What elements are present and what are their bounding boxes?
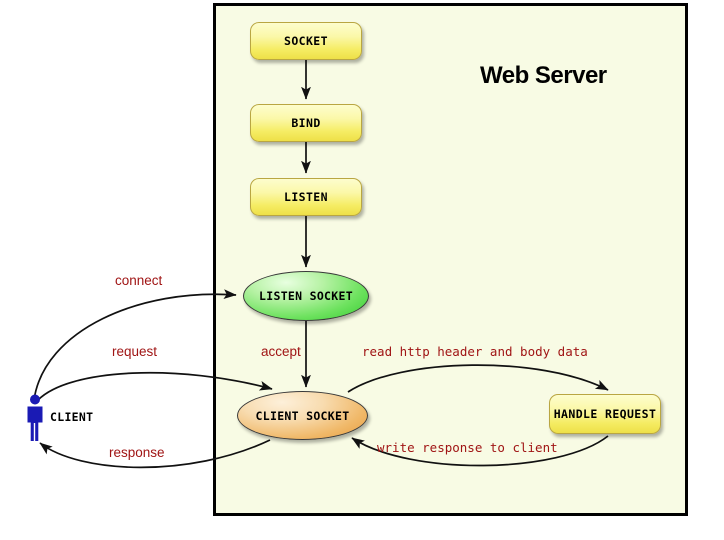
arrow-write-response: [351, 435, 609, 467]
arrow-connect: [33, 289, 237, 401]
edge-label-request: request: [112, 344, 158, 359]
edge-label-accept: accept: [261, 344, 301, 359]
node-bind[interactable]: BIND: [250, 104, 362, 142]
node-listen-socket[interactable]: LISTEN SOCKET: [243, 271, 369, 321]
edge-label-read-http: read http header and body data: [362, 344, 588, 359]
arrow-read-request: [347, 364, 609, 393]
edge-label-write-response: write response to client: [377, 440, 558, 455]
edge-label-connect: connect: [115, 273, 163, 288]
node-socket[interactable]: SOCKET: [250, 22, 362, 60]
node-client-socket[interactable]: CLIENT SOCKET: [237, 391, 368, 440]
web-server-title: Web Server: [480, 62, 607, 89]
arrow-response: [39, 439, 271, 469]
arrow-request: [37, 371, 273, 401]
client-actor-icon: [27, 394, 43, 441]
client-label: CLIENT: [50, 410, 94, 424]
edge-label-response: response: [109, 445, 165, 460]
node-handle-request[interactable]: HANDLE REQUEST: [549, 394, 661, 434]
node-listen[interactable]: LISTEN: [250, 178, 362, 216]
